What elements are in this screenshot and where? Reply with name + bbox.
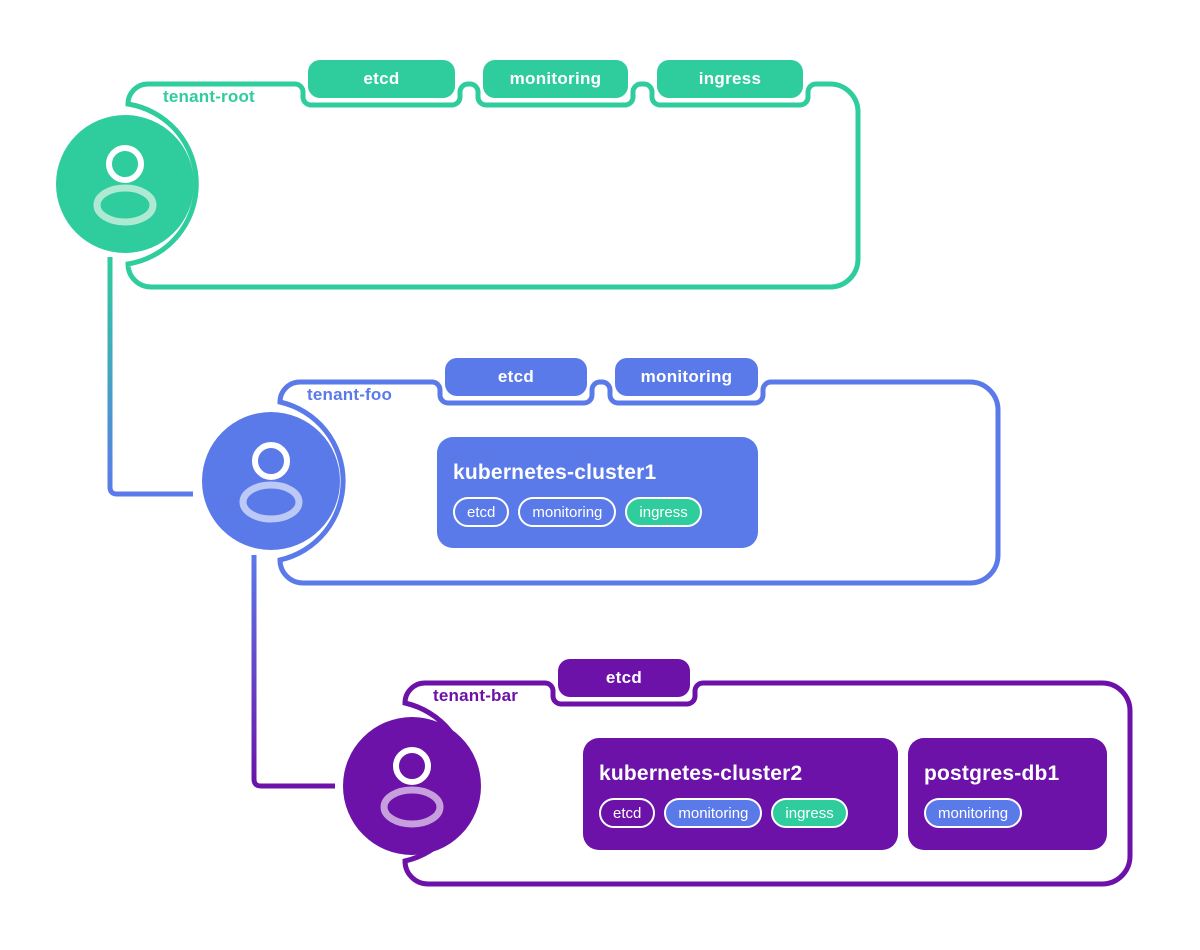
pill-monitoring: monitoring: [518, 497, 617, 528]
tag-root-monitoring: monitoring: [483, 60, 628, 98]
resource-card-title: postgres-db1: [924, 762, 1060, 785]
pill-ingress: ingress: [625, 497, 702, 528]
tenant-foo-avatar: [202, 412, 340, 550]
avatar-circle: [343, 717, 481, 855]
person-body-icon: [239, 481, 303, 523]
pill-row: monitoring: [924, 798, 1091, 829]
resource-card-title: kubernetes-cluster2: [599, 762, 803, 785]
tenant-root-border: [125, 81, 861, 290]
resource-card-kubernetes-cluster2: kubernetes-cluster2 etcd monitoring ingr…: [583, 738, 898, 850]
resource-card-kubernetes-cluster1: kubernetes-cluster1 etcd monitoring ingr…: [437, 437, 758, 548]
tag-foo-etcd: etcd: [445, 358, 587, 396]
person-head-icon: [393, 747, 431, 785]
pill-monitoring: monitoring: [924, 798, 1023, 829]
pill-monitoring: monitoring: [664, 798, 763, 829]
person-body-icon: [93, 184, 157, 226]
pill-etcd: etcd: [453, 497, 510, 528]
avatar-circle: [202, 412, 340, 550]
resource-card-title: kubernetes-cluster1: [453, 461, 657, 484]
tag-root-ingress: ingress: [657, 60, 803, 98]
tenant-bar-label: tenant-bar: [433, 686, 519, 705]
avatar-circle: [56, 115, 194, 253]
tag-bar-etcd: etcd: [558, 659, 690, 697]
pill-ingress: ingress: [771, 798, 848, 829]
tenant-bar-avatar: [343, 717, 481, 855]
tenant-root-label: tenant-root: [163, 87, 255, 106]
person-head-icon: [106, 145, 144, 183]
pill-row: etcd monitoring ingress: [599, 798, 882, 829]
connector-foo-to-bar: [251, 555, 335, 789]
tenant-foo-border: [277, 379, 1001, 586]
pill-row: etcd monitoring ingress: [453, 497, 742, 528]
person-head-icon: [252, 442, 290, 480]
pill-etcd: etcd: [599, 798, 656, 829]
resource-card-postgres-db1: postgres-db1 monitoring: [908, 738, 1107, 850]
tag-root-etcd: etcd: [308, 60, 455, 98]
person-body-icon: [380, 786, 444, 828]
tenant-foo-label: tenant-foo: [307, 385, 393, 404]
tenant-root-avatar: [56, 115, 194, 253]
tag-foo-monitoring: monitoring: [615, 358, 758, 396]
connector-root-to-foo: [107, 257, 193, 497]
